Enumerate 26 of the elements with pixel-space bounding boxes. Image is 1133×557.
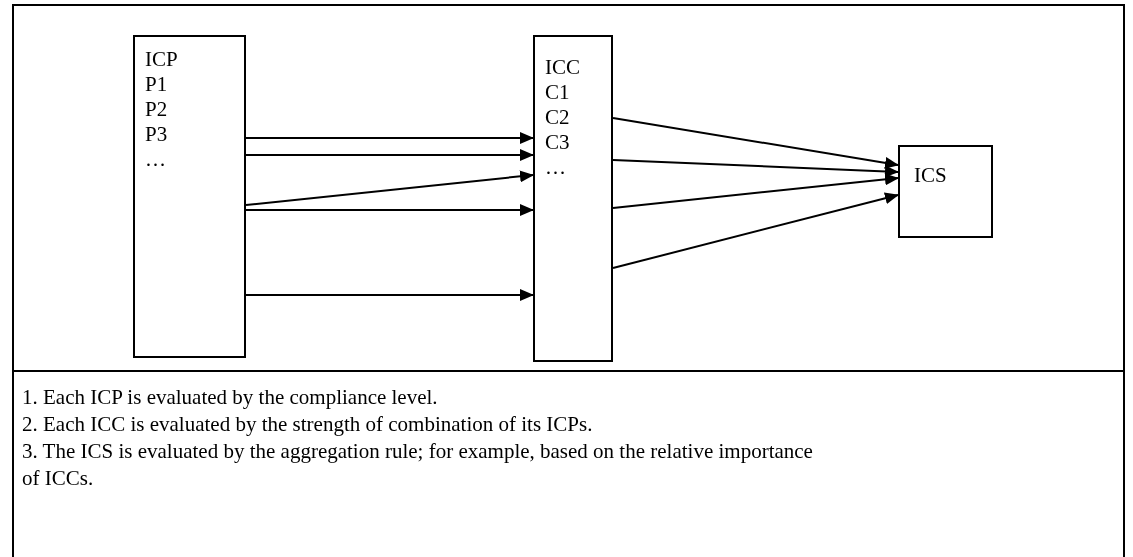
box-text: C1 (545, 80, 570, 105)
box-text: P3 (145, 122, 168, 147)
arrow (612, 117, 899, 169)
note-text: 1. Each ICP is evaluated by the compliance level. (22, 384, 439, 411)
box-text: P2 (145, 97, 168, 122)
arrow (612, 159, 899, 178)
box-text: P1 (145, 72, 168, 97)
process-box (133, 35, 246, 358)
box-text: … (145, 147, 166, 172)
box-text: ICC (545, 55, 580, 80)
process-box (898, 145, 993, 238)
arrow (612, 173, 899, 209)
note-text: 2. Each ICC is evaluated by the strength of combination of its ICPs. (22, 411, 594, 438)
arrow (245, 149, 534, 161)
note-text: 3. The ICS is evaluated by the aggregation rule; for example, based on the relative importance of ICCs. (22, 438, 814, 492)
box-text: C2 (545, 105, 570, 130)
arrow (245, 204, 534, 216)
arrow (245, 289, 534, 301)
box-text: C3 (545, 130, 570, 155)
process-box (533, 35, 613, 362)
box-text: ICS (914, 163, 947, 188)
box-text: ICP (145, 47, 178, 72)
arrow (245, 132, 534, 144)
arrow (245, 170, 534, 206)
arrow (612, 192, 899, 269)
box-text: … (545, 155, 566, 180)
